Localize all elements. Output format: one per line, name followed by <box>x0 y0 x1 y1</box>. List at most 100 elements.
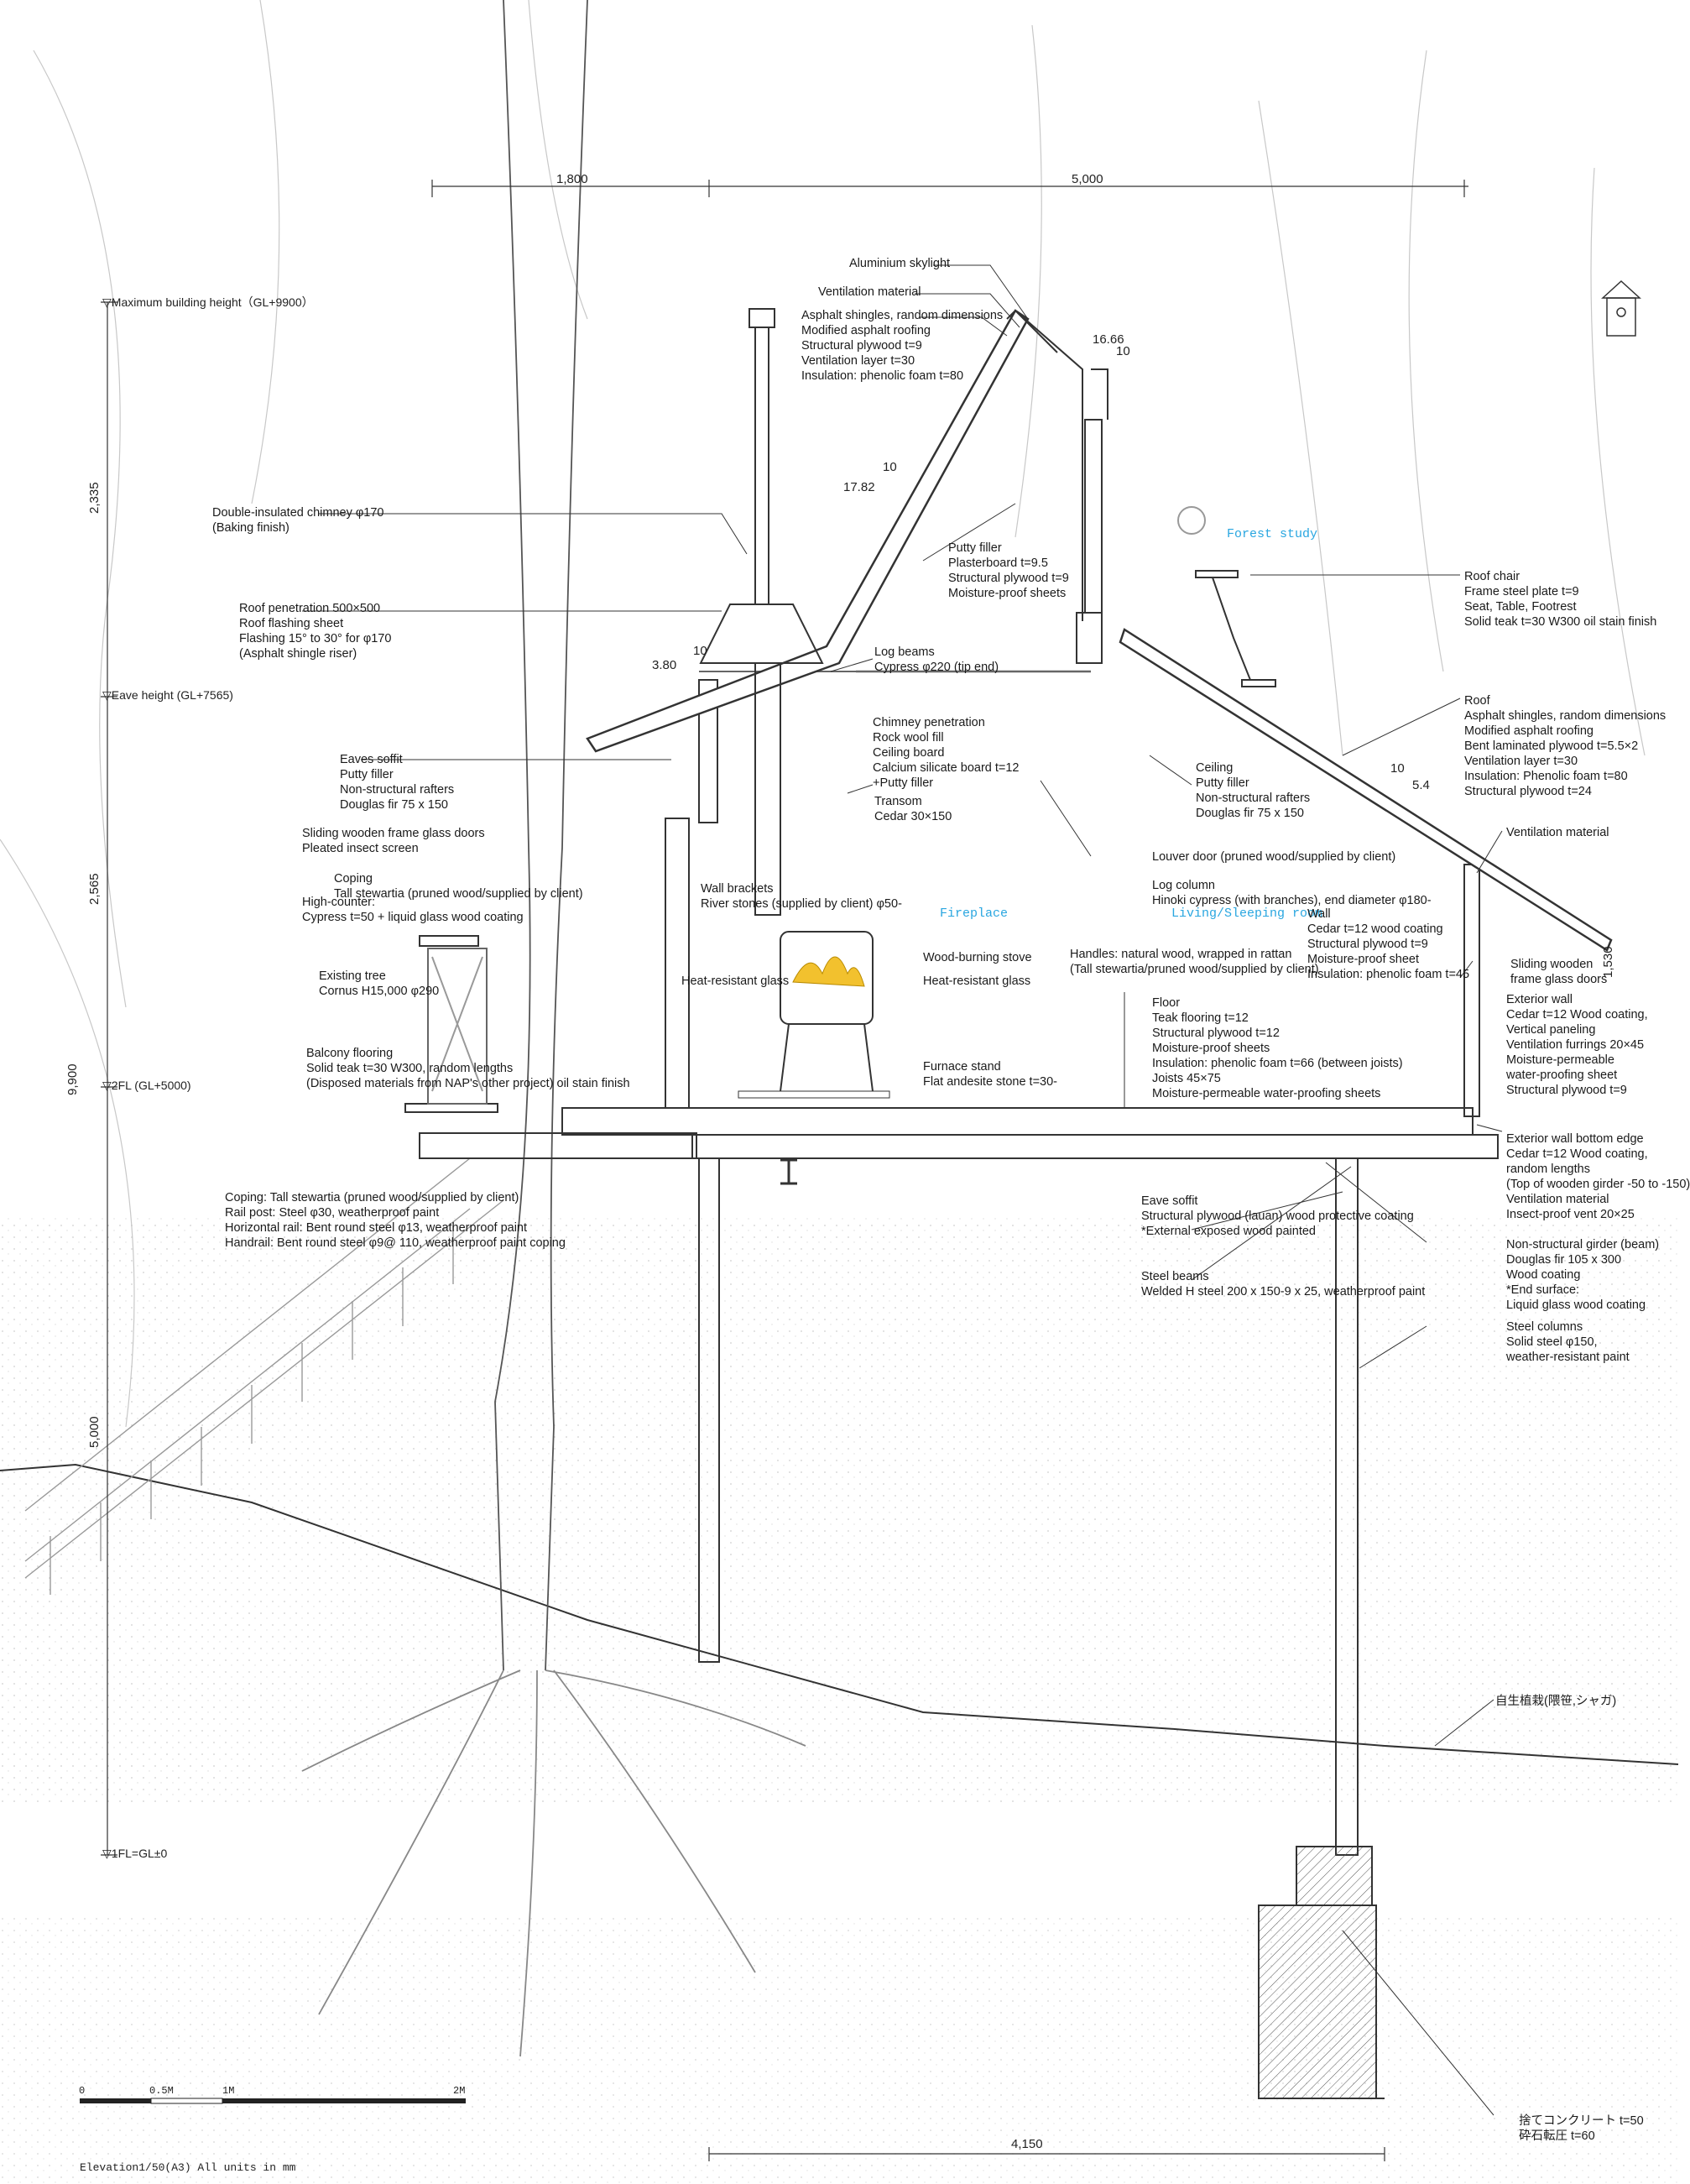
label-line: Moisture-permeable water-proofing sheets <box>1152 1087 1381 1100</box>
label-line: Douglas fir 105 x 300 <box>1506 1253 1622 1267</box>
label-line: Solid steel φ150, <box>1506 1335 1598 1349</box>
label-line: Heat-resistant glass <box>681 974 790 988</box>
label-line: Double-insulated chimney φ170 <box>212 506 384 520</box>
label-line: Roof <box>1464 694 1490 708</box>
dim-top-right: 5,000 <box>1072 172 1103 186</box>
label-line: Cypress t=50 + liquid glass wood coating <box>302 911 524 924</box>
level-1fl: ▽1FL=GL±0 <box>102 1847 168 1860</box>
label-line: Rock wool fill <box>873 731 944 745</box>
dim-bottom: 4,150 <box>1011 2137 1043 2151</box>
exterior-stairs <box>24 1157 504 1595</box>
label-line: Ceiling <box>1196 761 1234 775</box>
label-high-counter: High-counter:Cypress t=50 + liquid glass… <box>302 895 524 925</box>
level-max-height: ▽Maximum building height（GL+9900） <box>102 295 314 309</box>
dim-vertical-4: 5,000 <box>87 1416 102 1448</box>
label-line: (Asphalt shingle riser) <box>239 647 357 661</box>
label-line: Wall brackets <box>701 882 774 896</box>
label-line: Cornus H15,000 φ290 <box>319 985 440 998</box>
label-line: Putty filler <box>340 768 394 781</box>
label-line: River stones (supplied by client) φ50- <box>701 897 902 911</box>
label-line: Floor <box>1152 996 1181 1010</box>
label-line: Insulation: phenolic foam t=66 (between … <box>1152 1057 1403 1070</box>
label-line: Welded H steel 200 x 150-9 x 25, weather… <box>1141 1285 1426 1298</box>
label-line: Cedar t=12 Wood coating, <box>1506 1008 1648 1021</box>
label-line: Sliding wooden frame glass doors <box>302 827 485 840</box>
label-line: Structural plywood t=9 <box>1307 938 1428 951</box>
label-line: Joists 45×75 <box>1152 1072 1221 1085</box>
label-line: Moisture-proof sheet <box>1307 953 1419 966</box>
label-line: Structural plywood t=24 <box>1464 785 1592 798</box>
label-louver: Louver door (pruned wood/supplied by cli… <box>1152 849 1395 865</box>
label-line: Non-structural rafters <box>1196 792 1311 805</box>
label-line: Aluminium skylight <box>849 257 951 270</box>
label-line: Coping <box>334 872 373 886</box>
label-heat-glass-right: Heat-resistant glass <box>923 974 1030 989</box>
label-line: Furnace stand <box>923 1060 1001 1074</box>
label-line: Louver door (pruned wood/supplied by cli… <box>1152 850 1396 864</box>
label-line: *External exposed wood painted <box>1141 1225 1316 1238</box>
label-chimney: Double-insulated chimney φ170(Baking fin… <box>212 505 383 536</box>
background-trees <box>0 0 1646 1428</box>
label-line: (Tall stewartia/pruned wood/supplied by … <box>1070 963 1319 976</box>
floor-structure <box>419 1107 1499 1185</box>
scale-1: 1M <box>222 2085 235 2097</box>
label-line: Existing tree <box>319 969 386 983</box>
label-line: Putty filler <box>948 541 1002 555</box>
foundation <box>1258 1846 1385 2099</box>
label-line: Exterior wall bottom edge <box>1506 1132 1644 1146</box>
dim-small-c: 10 <box>883 460 897 474</box>
scale-bar <box>80 2098 466 2104</box>
label-line: (Baking finish) <box>212 521 289 535</box>
label-line: Moisture-proof sheets <box>1152 1042 1270 1055</box>
label-line: Chimney penetration <box>873 716 985 729</box>
label-line: Insect-proof vent 20×25 <box>1506 1208 1635 1221</box>
label-line: Plasterboard t=9.5 <box>948 556 1048 570</box>
dim-small-f: 10 <box>693 644 707 658</box>
label-planting: 自生植栽(隈笹,シャガ) <box>1495 1694 1616 1709</box>
label-line: Moisture-permeable <box>1506 1053 1614 1067</box>
label-line: Sliding wooden <box>1510 958 1594 971</box>
label-line: (Disposed materials from NAP's other pro… <box>306 1077 630 1090</box>
label-line: Cedar 30×150 <box>874 810 952 823</box>
room-fireplace: Fireplace <box>940 907 1009 921</box>
label-line: Putty filler <box>1196 776 1249 790</box>
label-line: Douglas fir 75 x 150 <box>340 798 448 812</box>
dim-small-b: 10 <box>1116 344 1130 358</box>
leader-lines <box>302 264 1503 2116</box>
label-line: random lengths <box>1506 1163 1590 1176</box>
roof <box>586 309 1613 952</box>
label-line: Handrail: Bent round steel φ9@ 110, weat… <box>225 1236 566 1250</box>
dimension-lines <box>101 180 1468 2161</box>
label-line: 捨てコンクリート t=50 <box>1519 2114 1644 2128</box>
scale-0: 0 <box>79 2085 86 2097</box>
label-line: Ventilation furrings 20×45 <box>1506 1038 1645 1052</box>
dim-small-d: 17.82 <box>843 480 875 494</box>
dim-small-h: 5.4 <box>1412 778 1430 792</box>
wood-stove <box>738 931 890 1099</box>
label-line: Liquid glass wood coating <box>1506 1298 1646 1312</box>
label-line: +Putty filler <box>873 776 934 790</box>
label-line: Log beams <box>874 645 935 659</box>
label-line: Ventilation material <box>818 285 921 299</box>
label-line: Cedar t=12 Wood coating, <box>1506 1147 1648 1161</box>
label-line: Ventilation material <box>1506 826 1609 839</box>
label-line: Wall <box>1307 907 1331 921</box>
label-line: Handles: natural wood, wrapped in rattan <box>1070 948 1292 961</box>
label-line: Ventilation material <box>1506 1193 1609 1206</box>
level-2fl: ▽2FL (GL+5000) <box>102 1079 191 1092</box>
dim-vertical-2: 2,565 <box>87 873 102 905</box>
label-line: Coping: Tall stewartia (pruned wood/supp… <box>225 1191 519 1204</box>
